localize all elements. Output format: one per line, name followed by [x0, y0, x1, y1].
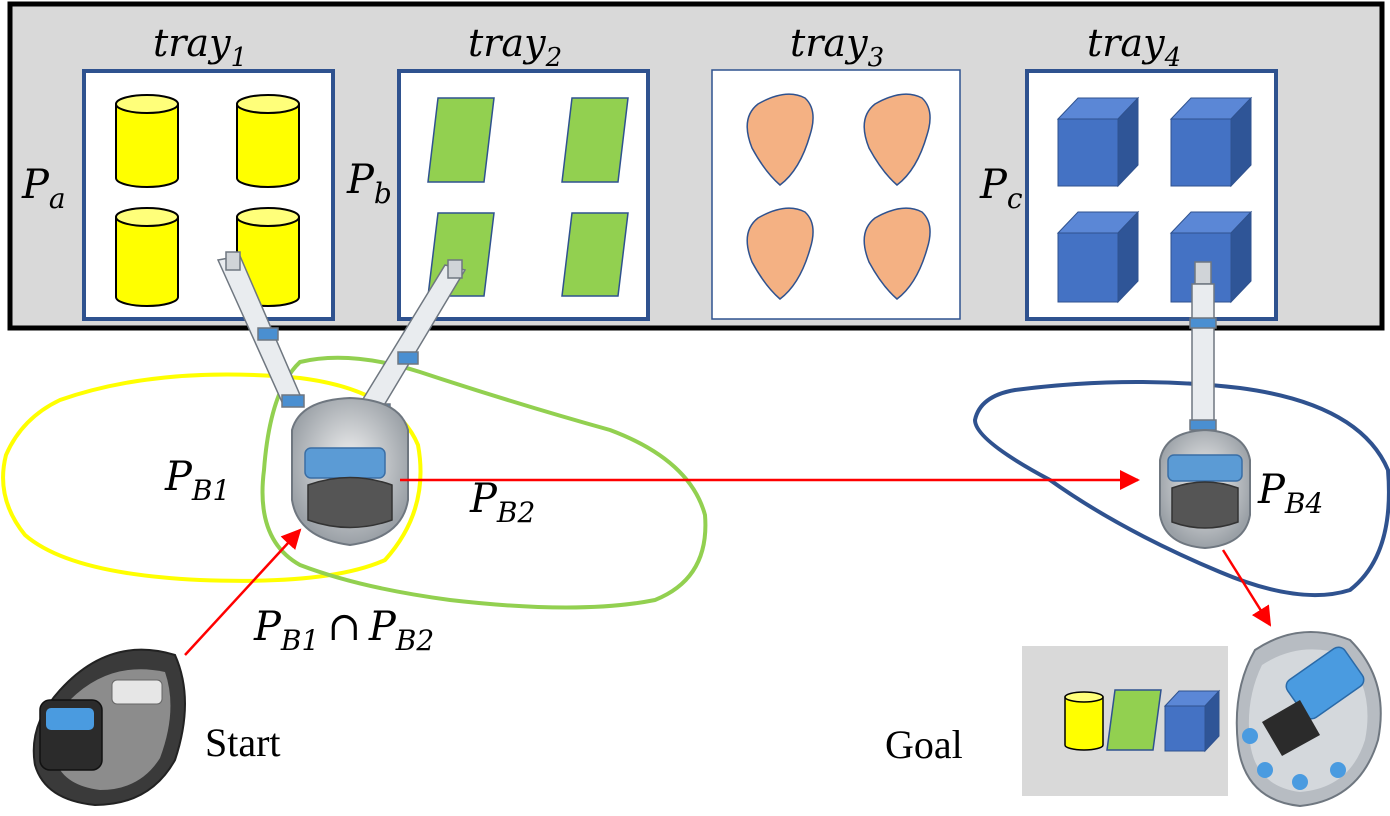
goal-label: Goal	[885, 722, 963, 767]
robot-start	[32, 648, 186, 807]
region-b1-outline	[1, 372, 423, 583]
rounded-triangle-object	[746, 93, 814, 186]
tray-4	[1025, 69, 1278, 321]
region-b1-label: PB1	[164, 454, 230, 507]
cylinder-object	[115, 94, 179, 188]
tray-2-label: tray2	[468, 21, 562, 73]
rounded-triangle-object	[746, 207, 814, 300]
goal-cylinder	[1064, 691, 1104, 751]
robot-base-middle	[291, 396, 409, 547]
tray-4-label: tray4	[1087, 21, 1181, 73]
rounded-triangle-object	[863, 207, 931, 300]
region-b2-label: PB2	[469, 476, 535, 529]
tray-3-label: tray3	[790, 21, 884, 73]
tray-1	[82, 69, 335, 321]
region-b4-outline	[972, 379, 1390, 598]
position-a-label: Pa	[21, 162, 66, 215]
tray-1-label: tray1	[153, 21, 247, 73]
parallelogram-object	[427, 97, 495, 183]
cube-object	[1169, 96, 1253, 188]
tray-3	[711, 69, 961, 320]
robot-base-right	[1159, 428, 1251, 550]
robot-goal	[1235, 631, 1382, 808]
goal-cube	[1163, 689, 1221, 753]
cube-object	[1056, 96, 1140, 188]
region-b2-outline	[260, 355, 708, 610]
cylinder-object	[236, 94, 300, 188]
position-c-label: Pc	[979, 162, 1023, 215]
region-b4-label: PB4	[1257, 467, 1323, 520]
parallelogram-object	[561, 97, 629, 183]
start-label: Start	[205, 720, 281, 765]
intersection-label: PB1∩PB2	[253, 604, 434, 657]
tray-2	[397, 69, 650, 321]
path-arrow-b4-to-goal	[1221, 549, 1272, 627]
robot-arm-left	[216, 251, 305, 408]
parallelogram-object	[561, 212, 629, 297]
path-arrow-start-to-b1b2	[184, 528, 302, 656]
position-b-label: Pb	[346, 157, 392, 210]
rounded-triangle-object	[863, 93, 931, 186]
cylinder-object	[115, 207, 179, 307]
robot-arm-vertical	[1189, 261, 1217, 435]
cube-object	[1056, 210, 1140, 304]
goal-parallelogram	[1106, 689, 1162, 751]
